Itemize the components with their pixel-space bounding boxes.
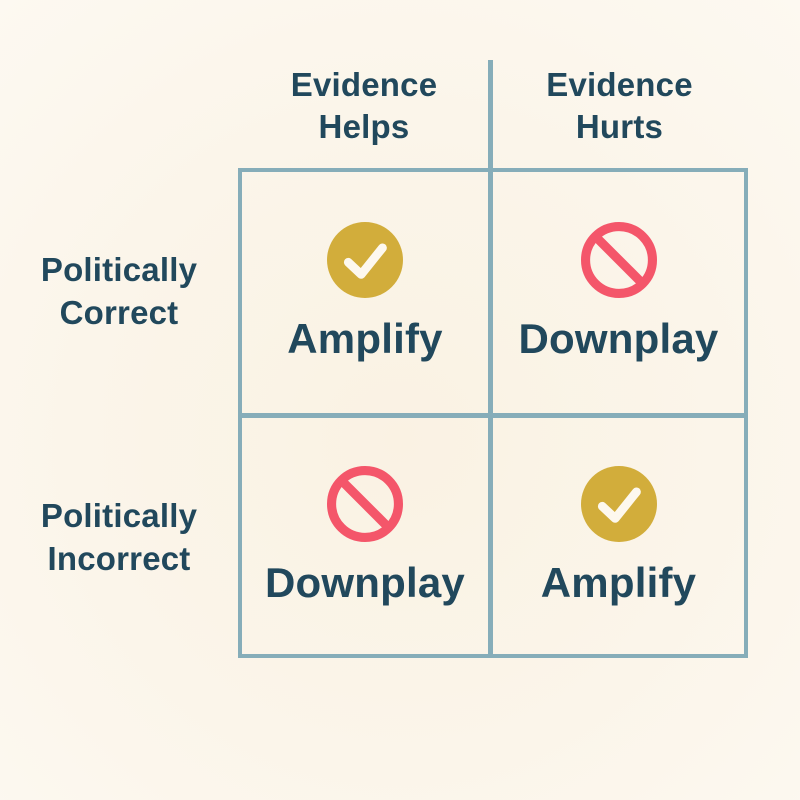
cell-label: Amplify (287, 315, 443, 362)
column-divider-line (488, 60, 493, 658)
row-header-politically-incorrect: Politically Incorrect (40, 497, 198, 577)
cell-incorrect-helps: Downplay (242, 418, 488, 654)
row-divider-line (238, 413, 748, 418)
column-header-evidence-hurts: Evidence Hurts (546, 65, 693, 145)
cell-correct-hurts: Downplay (493, 172, 744, 413)
cell-correct-helps: Amplify (242, 172, 488, 413)
cell-incorrect-hurts: Amplify (493, 418, 744, 654)
cell-label: Downplay (518, 315, 719, 362)
row-header-politically-correct: Politically Correct (40, 251, 198, 331)
column-header-evidence-helps: Evidence Helps (290, 65, 438, 145)
cell-label: Downplay (265, 558, 465, 606)
check-circle-icon (327, 222, 403, 298)
cell-label: Amplify (540, 558, 697, 606)
check-circle-icon (580, 465, 657, 542)
no-symbol-icon (580, 222, 657, 298)
no-symbol-icon (327, 465, 403, 542)
